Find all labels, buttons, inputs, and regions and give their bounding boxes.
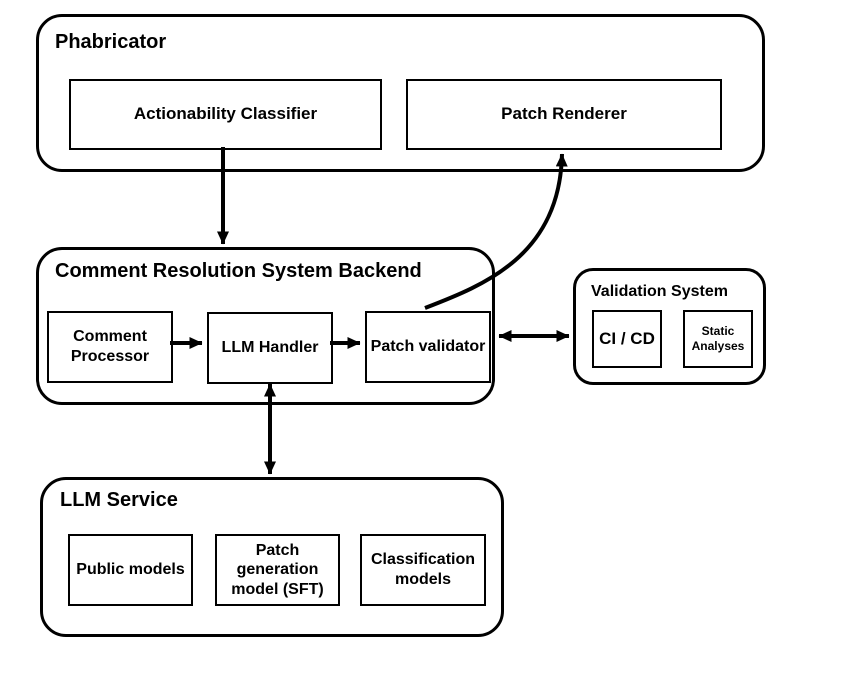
container-title-comment-resolution-system-backend: Comment Resolution System Backend: [55, 260, 422, 282]
container-validation-system: Validation System CI / CD Static Analyse…: [573, 268, 766, 385]
container-phabricator: Phabricator Actionability Classifier Pat…: [36, 14, 765, 172]
node-comment-processor: Comment Processor: [47, 311, 173, 383]
container-title-validation-system: Validation System: [591, 283, 728, 300]
node-label-classification-models: Classification models: [370, 551, 476, 588]
node-patch-validator: Patch validator: [365, 311, 491, 383]
container-title-phabricator: Phabricator: [55, 31, 167, 53]
container-comment-resolution-system-backend: Comment Resolution System Backend Commen…: [36, 247, 495, 405]
node-label-actionability-classifier: Actionability Classifier: [133, 104, 318, 124]
node-label-patch-generation-model-sft: Patch generation model (SFT): [231, 541, 324, 598]
container-llm-service: LLM Service Public models Patch generati…: [40, 477, 504, 637]
node-llm-handler: LLM Handler: [207, 312, 333, 384]
container-title-llm-service: LLM Service: [60, 489, 178, 511]
node-label-llm-handler: LLM Handler: [221, 339, 319, 357]
node-label-static-analyses: Static Analyses: [691, 324, 745, 353]
node-label-comment-processor: Comment Processor: [70, 328, 150, 365]
node-ci-cd: CI / CD: [592, 310, 662, 368]
node-actionability-classifier: Actionability Classifier: [69, 79, 382, 150]
node-public-models: Public models: [68, 534, 193, 606]
node-label-public-models: Public models: [76, 561, 185, 579]
node-label-patch-validator: Patch validator: [370, 338, 486, 356]
node-classification-models: Classification models: [360, 534, 486, 606]
node-label-ci-cd: CI / CD: [599, 328, 655, 348]
node-label-patch-renderer: Patch Renderer: [501, 104, 627, 124]
node-patch-renderer: Patch Renderer: [406, 79, 722, 150]
node-patch-generation-model-sft: Patch generation model (SFT): [215, 534, 340, 606]
node-static-analyses: Static Analyses: [683, 310, 753, 368]
